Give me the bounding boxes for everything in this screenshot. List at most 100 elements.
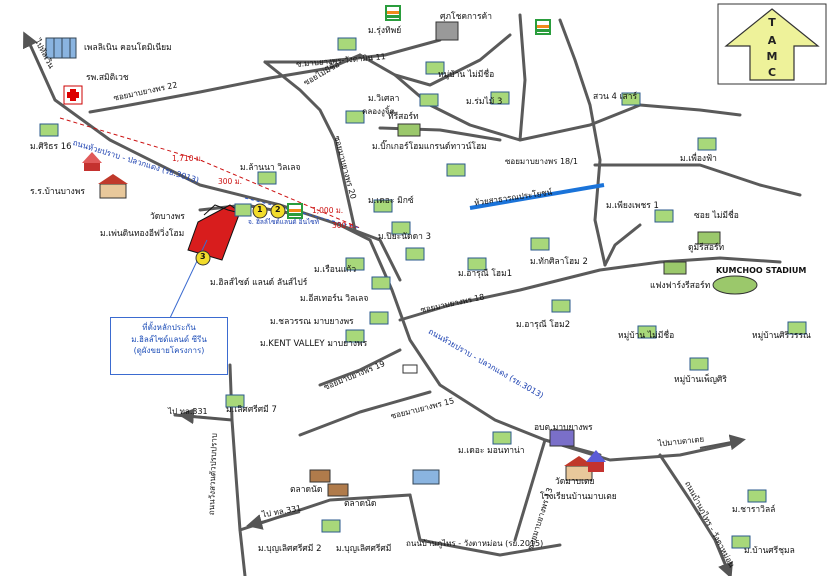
callout-line-1: ที่ตั้งหลักประกัน <box>142 323 196 332</box>
soi-15-road <box>298 390 432 437</box>
north-road-d <box>558 18 607 267</box>
temple-icon-2 <box>586 450 606 472</box>
svg-text:A: A <box>768 34 777 47</box>
soi-20-road <box>263 60 357 232</box>
house-icon <box>446 163 466 177</box>
marker-1: 1 <box>257 205 263 214</box>
place-school-mabtei: โรงเรียนบ้านมาบเตย <box>540 492 617 502</box>
distance-line-1 <box>59 117 361 229</box>
condo-building-icon <box>45 37 77 59</box>
temple-icon-1 <box>82 152 102 171</box>
place-soi-maisue: ซอย ไม่มีชื่อ <box>694 211 739 221</box>
house-icon <box>747 489 767 503</box>
place-suksin: ศุภโชคการค้า <box>440 12 492 22</box>
house-icon <box>637 325 657 339</box>
soi-11-road <box>263 38 442 64</box>
office-icon <box>549 429 575 447</box>
place-phaisiri: หมู่บ้านเพ็ญศิริ <box>674 375 727 385</box>
place-boonlert: ม.บุญเลิศศรีศมี <box>336 544 392 554</box>
place-chon: ม.ชลวรรณ มาบยางพร <box>270 317 354 327</box>
house-icon <box>419 93 439 107</box>
place-wat-mabtei: วัดมาบเตย <box>555 477 595 487</box>
resort-icon-2 <box>697 231 721 245</box>
marker-3: 3 <box>200 252 206 261</box>
house-icon <box>621 92 641 106</box>
house-icon <box>405 247 425 261</box>
house-icon <box>654 209 674 223</box>
canal-line <box>469 183 605 210</box>
house-icon <box>492 431 512 445</box>
place-deoknot: ม.เดอะ มิกซ์ <box>368 196 414 206</box>
north-road-c <box>518 13 527 142</box>
place-piyanart: ม.ปิยะนัดดา 3 <box>378 232 431 242</box>
place-maimisue-1: หมู่บ้าน ไม่มีชื่อ <box>438 70 495 80</box>
shop-icon <box>435 21 459 41</box>
marker-2: 2 <box>275 205 281 214</box>
house-icon <box>337 37 357 51</box>
house-icon <box>371 276 391 290</box>
place-reunkaew: ม.เรือนแก้ว <box>314 265 357 275</box>
distance-line-2 <box>244 197 361 229</box>
north-road-a <box>358 33 512 87</box>
place-maimisue-2: หมู่บ้าน ไม่มีชื่อ <box>618 331 675 341</box>
house-icon <box>345 257 365 271</box>
place-romrai: ม.ร่มไม้ 3 <box>466 97 503 107</box>
soi-19-road <box>318 348 402 387</box>
place-phaendin: ม.เพ่นดินทองอีฟวิ่งโฮม <box>100 229 185 239</box>
place-eastern: ม.อีสเทอร์น วิลเลจ <box>300 294 369 304</box>
north-road-e <box>638 103 742 117</box>
warehouse-icon <box>412 469 440 485</box>
place-hospital: รพ.สมิติเวช <box>86 73 129 83</box>
place-sirivan: หมู่บ้านศิริวรรณ <box>752 331 811 341</box>
house-icon <box>373 199 393 213</box>
place-talad-1: ตลาดนัด <box>290 485 323 495</box>
place-wisala: ม.วิเศลา <box>368 94 400 104</box>
school-icon-1 <box>98 174 128 199</box>
distance-1: 1,710 ม. <box>172 154 204 163</box>
place-suan4sao: สวน 4 เสาร์ <box>593 92 638 102</box>
house-icon <box>39 123 59 137</box>
resort-icon-1 <box>397 123 421 137</box>
place-dumkae: ดูมีรีสอร์ท <box>688 243 725 253</box>
soi-18-branch <box>603 223 642 267</box>
svg-text:C: C <box>768 66 776 79</box>
place-lertsri7: ม.เลิศศรีศมี 7 <box>226 405 277 415</box>
soi-18-road <box>398 256 782 322</box>
seven-eleven-icon-1 <box>385 5 401 21</box>
place-wat: วัดบางพร <box>150 212 185 222</box>
house-icon <box>225 394 245 408</box>
house-icon <box>234 203 252 217</box>
place-rungthip: ม.รุ่งทิพย์ <box>368 26 402 36</box>
place-farm: แฟงฟาร์งรีสอร์ท <box>650 281 711 291</box>
house-icon <box>787 321 807 335</box>
road-label-soi-18-1: ซอยมาบยางพร 18/1 <box>505 157 578 166</box>
house-icon <box>425 61 445 75</box>
place-resort: ที่รีสอร์ท <box>388 112 419 122</box>
road-kentvalley <box>338 223 402 282</box>
house-icon <box>689 357 709 371</box>
house-icon <box>257 171 277 185</box>
north-arrow-letters: T <box>768 16 776 29</box>
place-hillside: ม.ฮิลส์ไซด์ แลนด์ ลันส์ไปร์ <box>210 278 308 288</box>
house-icon <box>530 237 550 251</box>
house-icon <box>321 519 341 533</box>
stadium-icon <box>712 275 758 295</box>
seven-eleven-icon-2 <box>535 19 551 35</box>
place-phianphet: ม.เพียงเพชร 1 <box>606 201 659 211</box>
market-icon-1 <box>327 483 349 497</box>
road-to-mabtei <box>543 438 742 462</box>
house-icon <box>731 535 751 549</box>
place-deonmontana: ม.เดอะ มอนทาน่า <box>458 446 525 456</box>
distance-4: 300 ม. <box>332 221 357 230</box>
place-bansri: ม.บ้านศรีชุมล <box>744 546 795 556</box>
callout-line-2: ม.ฮิลล์ไซด์แลนด์ ซีรีน <box>131 334 207 344</box>
road-label-bottom: ถนนบ้านภูไทร - วังตาหม่อน (รย.2015) <box>406 539 544 548</box>
hospital-icon <box>63 85 83 105</box>
road-right-south <box>658 453 732 576</box>
place-school-bangphon: ร.ร.บ้านบางพร <box>30 187 86 197</box>
market-icon-2 <box>309 469 331 483</box>
distance-3: 1,000 ม. <box>312 206 344 215</box>
site-small-label: จ. ฮิลล์ไซด์แลนด์ อินไซท์ <box>248 218 319 226</box>
